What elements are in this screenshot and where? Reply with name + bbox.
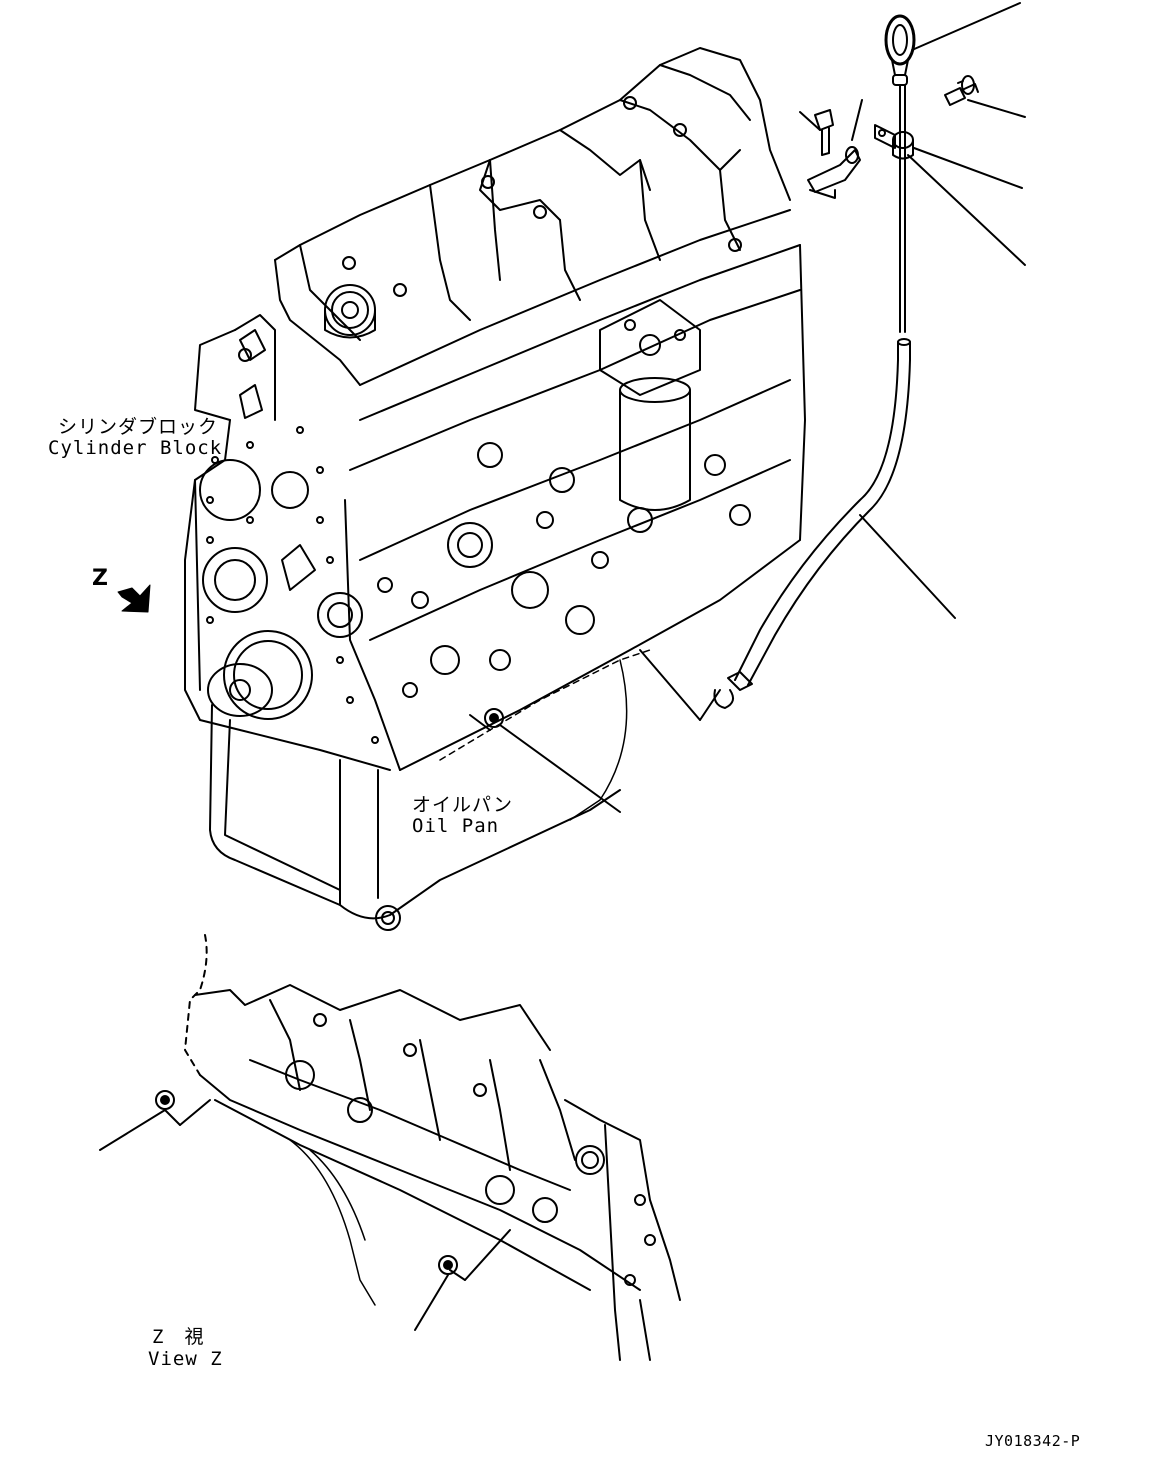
oil-pan-label-en: Oil Pan bbox=[412, 815, 500, 837]
engine-block-drawing bbox=[184, 47, 806, 771]
view-z-label-ja: Z 視 bbox=[152, 1326, 205, 1348]
oil-pan-drawing bbox=[209, 649, 651, 931]
cylinder-block-label-en: Cylinder Block bbox=[48, 437, 223, 459]
view-z-drawing bbox=[155, 934, 681, 1361]
drawing-code: JY018342-P bbox=[985, 1432, 1081, 1450]
cylinder-block-label-ja: シリンダブロック bbox=[58, 416, 219, 438]
oil-pan-label-ja: オイルパン bbox=[412, 794, 513, 816]
view-z-label-en: View Z bbox=[148, 1348, 223, 1370]
leader-lines bbox=[99, 2, 1026, 1331]
view-z-arrow-letter: Z bbox=[92, 566, 109, 591]
view-z-arrow bbox=[117, 584, 151, 613]
dipstick-drawing bbox=[713, 14, 979, 709]
